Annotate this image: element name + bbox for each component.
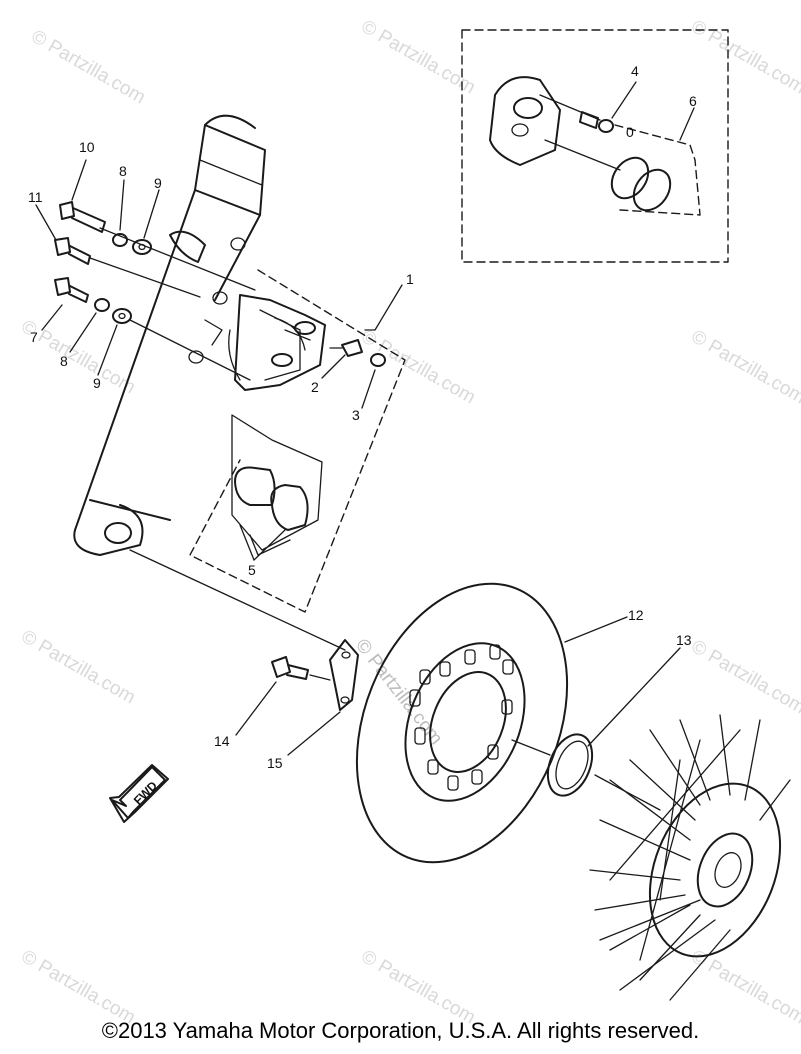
wheel-hub <box>589 714 791 1001</box>
callout-4: 4 <box>631 63 639 79</box>
caliper-assembly <box>189 269 406 613</box>
callout-6: 6 <box>689 93 697 109</box>
watermark-text: © Partzilla.com <box>18 946 139 1028</box>
watermark-text: © Partzilla.com <box>28 26 149 108</box>
callout-12: 12 <box>628 607 644 623</box>
callout-14: 14 <box>214 733 230 749</box>
callout-2: 2 <box>311 379 319 395</box>
copyright-notice: ©2013 Yamaha Motor Corporation, U.S.A. A… <box>101 1018 700 1043</box>
oil-seal <box>511 733 661 811</box>
watermark-text: © Partzilla.com <box>358 16 479 98</box>
watermark-text: © Partzilla.com <box>688 326 801 408</box>
leader-lines <box>35 81 695 756</box>
callout-8-lower: 8 <box>60 353 68 369</box>
watermark-text: © Partzilla.com <box>688 16 801 98</box>
brake-disc <box>355 582 569 864</box>
callout-labels: 1 2 3 4 5 6 0 7 8 8 9 9 10 11 12 13 14 1… <box>28 63 697 771</box>
callout-9-upper: 9 <box>154 175 162 191</box>
callout-11: 11 <box>28 189 43 205</box>
callout-10: 10 <box>79 139 95 155</box>
inset-marker: 0 <box>626 124 634 140</box>
watermark-text: © Partzilla.com <box>688 636 801 718</box>
watermark-text: © Partzilla.com <box>351 635 446 749</box>
inset-detail <box>461 29 729 263</box>
callout-5: 5 <box>248 562 256 578</box>
callout-7: 7 <box>30 329 38 345</box>
callout-3: 3 <box>352 407 360 423</box>
watermark-text: © Partzilla.com <box>688 946 801 1028</box>
callout-9-lower: 9 <box>93 375 101 391</box>
callout-1: 1 <box>406 271 414 287</box>
mounting-hardware <box>54 201 346 651</box>
watermark-text: © Partzilla.com <box>358 946 479 1028</box>
callout-13: 13 <box>676 632 692 648</box>
watermark-layer: © Partzilla.com © Partzilla.com © Partzi… <box>18 16 801 1028</box>
disc-bracket <box>271 639 359 711</box>
callout-8-upper: 8 <box>119 163 127 179</box>
callout-15: 15 <box>267 755 283 771</box>
front-fork-leg <box>73 114 266 556</box>
watermark-text: © Partzilla.com <box>358 326 479 408</box>
forward-arrow: FWD <box>109 764 169 823</box>
watermark-text: © Partzilla.com <box>18 626 139 708</box>
